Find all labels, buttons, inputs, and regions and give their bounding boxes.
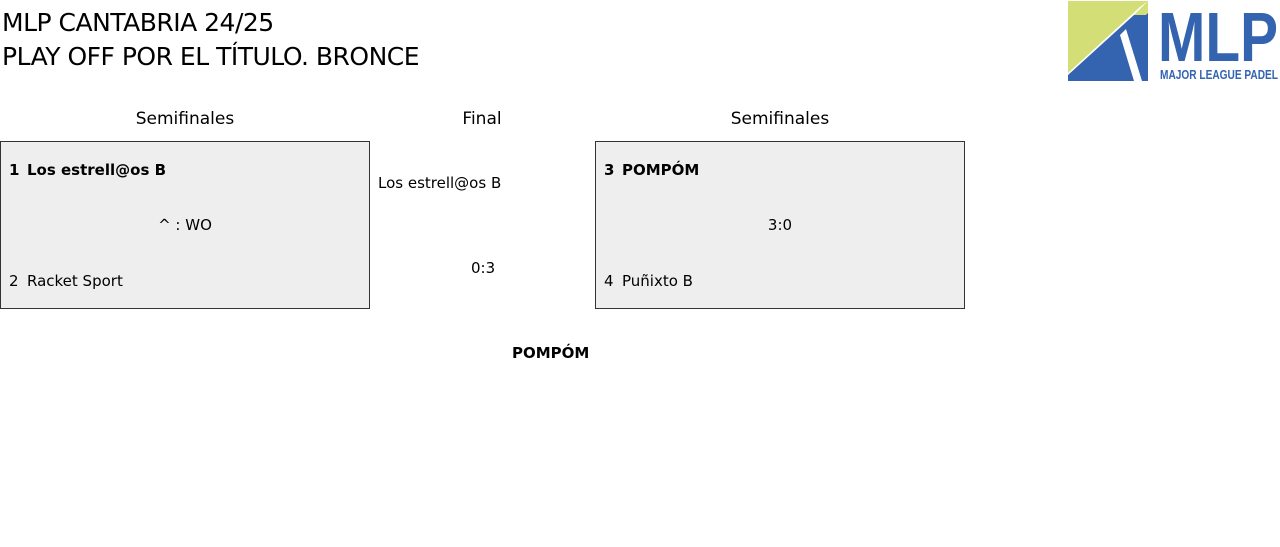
semifinal-left-team2: 2 Racket Sport [9, 272, 123, 290]
header-semifinales-right: Semifinales [730, 109, 830, 129]
seed-number: 2 [9, 272, 19, 290]
final-team: Los estrell@os B [378, 174, 502, 192]
semifinal-right-score: 3:0 [767, 216, 793, 234]
team-name: POMPÓM [622, 161, 700, 179]
seed-number: 4 [604, 272, 614, 290]
semifinal-right-box: 3 POMPÓM 3:0 4 Puñixto B [595, 141, 965, 309]
title-line-1: MLP CANTABRIA 24/25 [2, 8, 274, 37]
final-winner: POMPÓM [512, 344, 590, 362]
semifinal-left-box: 1 Los estrell@os B ^ : WO 2 Racket Sport [0, 141, 370, 309]
svg-text:MAJOR LEAGUE PADEL: MAJOR LEAGUE PADEL [1160, 67, 1278, 81]
semifinal-left-score: ^ : WO [158, 216, 212, 234]
team-name: Los estrell@os B [27, 161, 167, 179]
team-name: Racket Sport [27, 272, 123, 290]
seed-number: 3 [604, 161, 615, 179]
header-final: Final [462, 109, 502, 129]
seed-number: 1 [9, 161, 20, 179]
svg-text:MLP: MLP [1158, 1, 1278, 76]
mlp-logo: MLP MAJOR LEAGUE PADEL [1068, 0, 1280, 82]
team-name: Puñixto B [622, 272, 693, 290]
semifinal-right-team2: 4 Puñixto B [604, 272, 693, 290]
final-score: 0:3 [471, 259, 496, 277]
title-line-2: PLAY OFF POR EL TÍTULO. BRONCE [2, 42, 420, 71]
semifinal-left-team1: 1 Los estrell@os B [9, 161, 166, 179]
header-semifinales-left: Semifinales [135, 109, 235, 129]
semifinal-right-team1: 3 POMPÓM [604, 161, 699, 179]
page-title: MLP CANTABRIA 24/25 PLAY OFF POR EL TÍTU… [2, 6, 420, 74]
